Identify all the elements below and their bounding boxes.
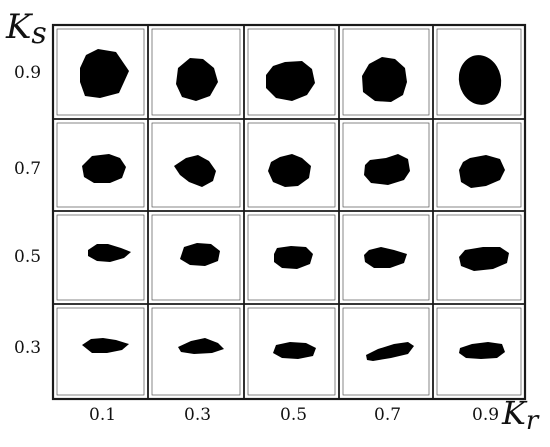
particle-ks0.5-kr0.9 bbox=[459, 247, 509, 271]
x-axis-subscript: r bbox=[526, 406, 540, 436]
particle-ks0.7-kr0.7 bbox=[364, 154, 410, 185]
y-tick-label-0.5: 0.5 bbox=[14, 247, 41, 267]
particle-ks0.9-kr0.1 bbox=[80, 49, 129, 98]
particle-ks0.9-kr0.3 bbox=[176, 58, 218, 101]
grid-outer-border bbox=[51, 23, 527, 401]
x-tick-label-0.3: 0.3 bbox=[184, 405, 211, 425]
particle-ks0.3-kr0.5 bbox=[273, 342, 316, 359]
particle-ks0.3-kr0.3 bbox=[178, 338, 224, 354]
y-tick-label-0.7: 0.7 bbox=[14, 159, 41, 179]
y-axis-symbol: K bbox=[5, 7, 34, 47]
particle-ks0.7-kr0.9 bbox=[459, 155, 505, 188]
particle-ks0.9-kr0.9 bbox=[458, 55, 502, 105]
x-tick-label-0.9: 0.9 bbox=[472, 405, 499, 425]
particle-ks0.7-kr0.3 bbox=[174, 155, 216, 187]
x-axis-symbol: K bbox=[501, 394, 528, 432]
particle-ks0.3-kr0.7 bbox=[366, 342, 414, 361]
x-tick-label-0.1: 0.1 bbox=[89, 405, 116, 425]
particle-ks0.3-kr0.9 bbox=[459, 342, 505, 359]
particle-ks0.5-kr0.5 bbox=[274, 246, 313, 269]
y-axis-subscript: s bbox=[31, 16, 46, 51]
x-tick-label-0.7: 0.7 bbox=[374, 405, 401, 425]
particle-ks0.3-kr0.1 bbox=[82, 338, 129, 353]
y-axis-title: Ks bbox=[5, 7, 47, 51]
grid-frame bbox=[51, 23, 527, 401]
y-tick-label-0.3: 0.3 bbox=[14, 338, 41, 358]
x-axis-title: Kr bbox=[501, 394, 540, 436]
y-tick-label-0.9: 0.9 bbox=[14, 63, 41, 83]
cell-borders bbox=[56, 28, 522, 396]
particle-ks0.7-kr0.5 bbox=[268, 154, 311, 187]
particle-ks0.9-kr0.5 bbox=[266, 61, 315, 101]
particle-ks0.5-kr0.3 bbox=[180, 243, 220, 266]
particle-ks0.5-kr0.7 bbox=[364, 247, 407, 268]
particle-shapes bbox=[80, 49, 509, 361]
particle-ks0.9-kr0.7 bbox=[362, 57, 407, 102]
particle-ks0.5-kr0.1 bbox=[88, 244, 131, 262]
x-tick-label-0.5: 0.5 bbox=[280, 405, 307, 425]
particle-ks0.7-kr0.1 bbox=[82, 154, 126, 183]
